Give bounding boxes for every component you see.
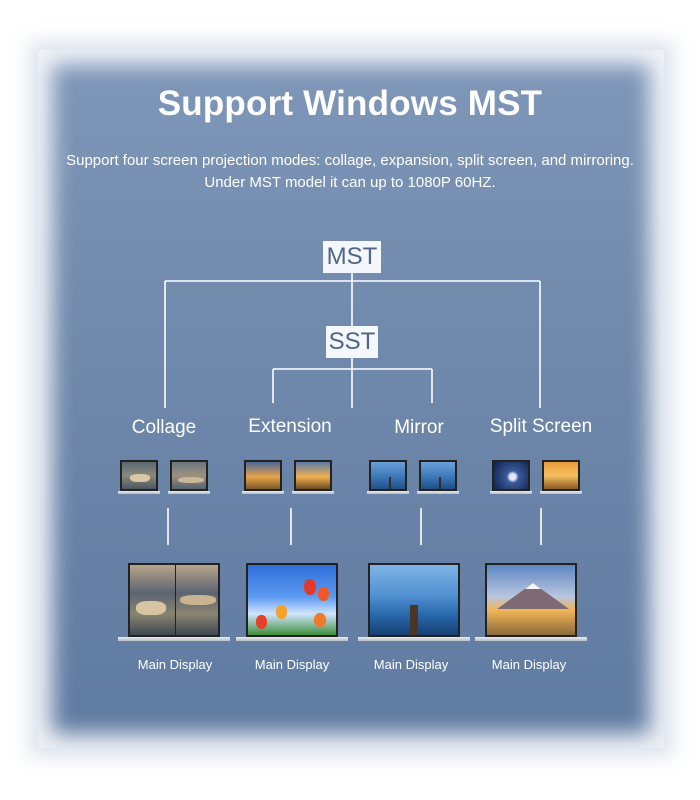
main-display-laptop-mirror: [358, 563, 470, 643]
caption-collage-main-display: Main Display: [137, 657, 213, 672]
small-laptop-mirror-left: [367, 460, 409, 495]
small-laptop-split-left: [490, 460, 532, 495]
mode-label-collage: Collage: [131, 417, 197, 438]
caption-mirror-main-display: Main Display: [373, 657, 449, 672]
mode-label-mirror: Mirror: [394, 417, 444, 438]
sst-label-box: SST: [326, 326, 378, 358]
small-laptop-mirror-right: [417, 460, 459, 495]
mode-label-extension: Extension: [248, 416, 332, 437]
caption-split-main-display: Main Display: [491, 657, 567, 672]
caption-extension-main-display: Main Display: [254, 657, 330, 672]
main-display-laptop-collage: [118, 563, 230, 643]
small-laptop-collage-left: [118, 460, 160, 495]
mode-label-split-screen: Split Screen: [489, 416, 593, 437]
main-display-laptop-extension: [236, 563, 348, 643]
description: Support four screen projection modes: co…: [0, 150, 700, 194]
small-laptop-extension-left: [242, 460, 284, 495]
main-display-laptop-split: [475, 563, 587, 643]
description-line-1: Support four screen projection modes: co…: [66, 152, 634, 169]
mst-label-box: MST: [323, 241, 381, 273]
small-laptop-collage-right: [168, 460, 210, 495]
description-line-2: Under MST model it can up to 1080P 60HZ.: [204, 174, 496, 191]
page-title: Support Windows MST: [157, 84, 543, 123]
small-laptop-split-right: [540, 460, 582, 495]
small-laptop-extension-right: [292, 460, 334, 495]
